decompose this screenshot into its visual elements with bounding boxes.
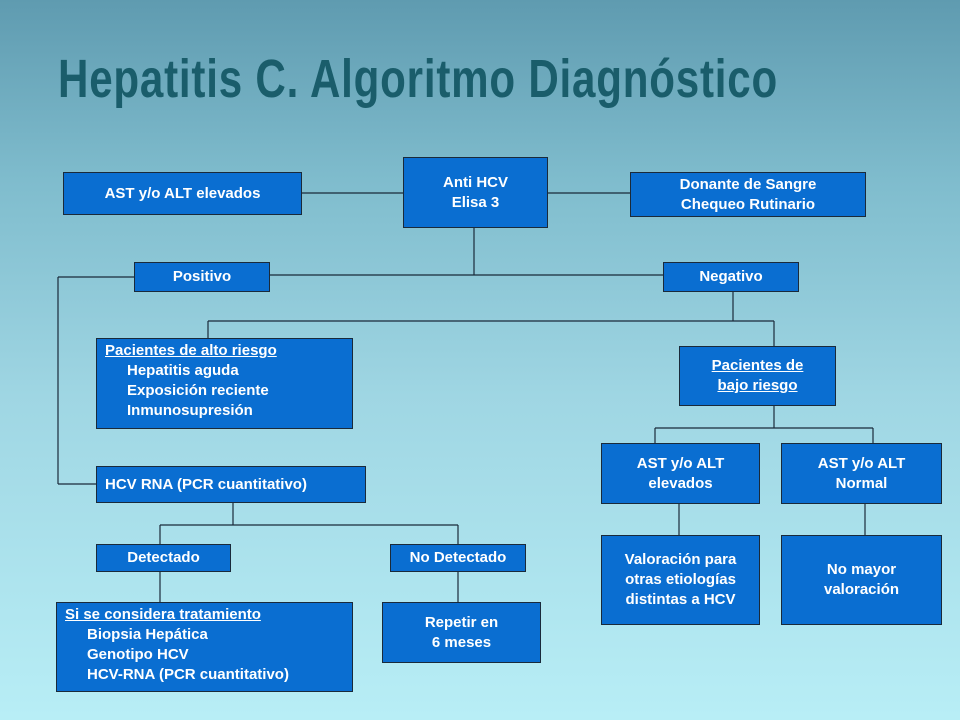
node-tratamiento: Si se considera tratamiento Biopsia Hepá… — [56, 602, 353, 692]
node-repetir: Repetir en 6 meses — [382, 602, 541, 663]
node-line: Elisa 3 — [451, 193, 500, 211]
node-label: HCV RNA (PCR cuantitativo) — [105, 475, 307, 493]
node-line: No mayor — [826, 561, 897, 578]
node-no-detectado: No Detectado — [390, 544, 526, 572]
node-heading: Pacientes de alto riesgo — [105, 342, 277, 359]
node-line: Repetir en — [424, 613, 499, 631]
node-hcv-rna: HCV RNA (PCR cuantitativo) — [96, 466, 366, 503]
node-label: Negativo — [699, 268, 763, 285]
node-label: No Detectado — [409, 549, 507, 566]
node-line: 6 meses — [431, 633, 492, 651]
node-line: AST y/o ALT — [817, 454, 906, 472]
node-line: Chequeo Rutinario — [680, 195, 816, 213]
node-line: AST y/o ALT — [636, 454, 725, 472]
node-anti-hcv: Anti HCV Elisa 3 — [403, 157, 548, 228]
node-item: Biopsia Hepática — [87, 626, 208, 643]
node-line: bajo riesgo — [717, 377, 798, 394]
node-ast-alt-elevados-top: AST y/o ALT elevados — [63, 172, 302, 215]
node-line: elevados — [648, 474, 713, 492]
node-line: Valoración para — [624, 551, 737, 568]
node-line: Pacientes de — [711, 357, 804, 374]
node-no-mayor: No mayor valoración — [781, 535, 942, 625]
node-label: Positivo — [172, 268, 232, 285]
node-heading: Si se considera tratamiento — [65, 606, 261, 623]
node-alto-riesgo: Pacientes de alto riesgo Hepatitis aguda… — [96, 338, 353, 429]
node-ast-alt-normal: AST y/o ALT Normal — [781, 443, 942, 504]
node-bajo-riesgo: Pacientes de bajo riesgo — [679, 346, 836, 406]
node-line: valoración — [823, 581, 900, 598]
node-label: Detectado — [127, 549, 200, 566]
node-detectado: Detectado — [96, 544, 231, 572]
node-line: Normal — [835, 474, 888, 492]
node-line: otras etiologías — [625, 571, 736, 588]
page-title: Hepatitis C. Algoritmo Diagnóstico — [58, 49, 778, 109]
node-ast-alt-elevados: AST y/o ALT elevados — [601, 443, 760, 504]
node-item: HCV-RNA (PCR cuantitativo) — [87, 666, 289, 683]
node-positivo: Positivo — [134, 262, 270, 292]
node-line: distintas a HCV — [625, 591, 736, 608]
node-item: Inmunosupresión — [127, 402, 253, 419]
node-label: AST y/o ALT elevados — [104, 184, 261, 202]
node-item: Hepatitis aguda — [127, 362, 239, 379]
node-line: Donante de Sangre — [679, 175, 817, 193]
node-valoracion: Valoración para otras etiologías distint… — [601, 535, 760, 625]
node-donante: Donante de Sangre Chequeo Rutinario — [630, 172, 866, 217]
node-negativo: Negativo — [663, 262, 799, 292]
node-line: Anti HCV — [443, 173, 508, 191]
node-item: Genotipo HCV — [87, 646, 189, 663]
node-item: Exposición reciente — [127, 382, 269, 399]
